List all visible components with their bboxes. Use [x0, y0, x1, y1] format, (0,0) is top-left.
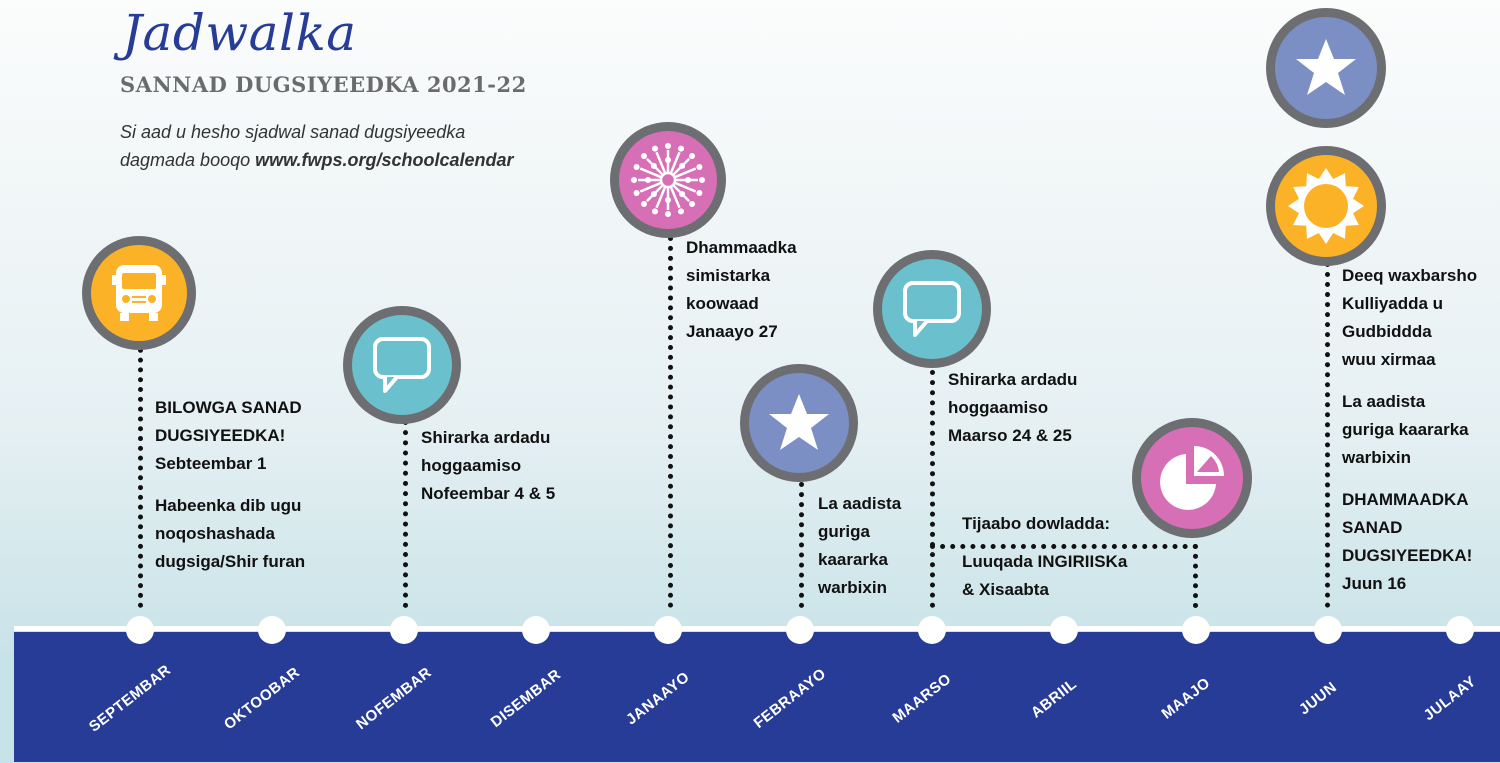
event-line: La aadista [818, 494, 902, 513]
event-february: La aadista guriga kaararka warbixin [818, 490, 901, 602]
event-line: warbixin [1342, 448, 1411, 467]
connector-may [1193, 544, 1198, 608]
page-subtitle: SANNAD DUGSIYEEDKA 2021-22 [120, 72, 527, 97]
event-september: BILOWGA SANAD DUGSIYEEDKA! Sebteembar 1 … [155, 394, 305, 576]
event-line: Shirarka ardadu [421, 428, 551, 447]
event-line: guriga [818, 522, 870, 541]
calendar-link[interactable]: www.fwps.org/schoolcalendar [255, 150, 514, 170]
event-line: Habeenka dib ugu [155, 496, 302, 515]
month-node-janaayo [654, 616, 682, 644]
connector-november [403, 420, 408, 608]
connector-tests-horizontal [930, 544, 1198, 549]
connector-march [930, 370, 935, 608]
event-line: hoggaamiso [421, 456, 522, 475]
timeline-band [14, 632, 1500, 762]
speech-bubble-icon [343, 306, 461, 424]
connector-january [668, 236, 673, 608]
event-march: Shirarka ardadu hoggaamiso Maarso 24 & 2… [948, 366, 1077, 450]
event-line: guriga kaararka [1342, 420, 1469, 439]
month-node-julaay [1446, 616, 1474, 644]
star-icon [1266, 8, 1386, 128]
event-line: DUGSIYEEDKA! [1342, 546, 1473, 565]
month-node-nofembar [390, 616, 418, 644]
sun-icon [1266, 146, 1386, 266]
event-line: warbixin [818, 578, 887, 597]
event-line: wuu xirmaa [1342, 350, 1436, 369]
event-line: noqoshashada [155, 524, 275, 543]
month-node-abriil [1050, 616, 1078, 644]
page-title: Jadwalka [122, 4, 357, 62]
event-line: Nofeembar 4 & 5 [421, 484, 556, 503]
event-line: Sebteembar 1 [155, 454, 267, 473]
event-line: SANAD [1342, 518, 1403, 537]
intro-line-1: Si aad u hesho sjadwal sanad dugsiyeedka [120, 122, 466, 142]
connector-february [799, 482, 804, 608]
intro-text: Si aad u hesho sjadwal sanad dugsiyeedka… [120, 118, 640, 174]
event-line: Kulliyadda u [1342, 294, 1444, 313]
event-november: Shirarka ardadu hoggaamiso Nofeembar 4 &… [421, 424, 555, 508]
event-line: koowaad [686, 294, 759, 313]
month-node-febraayo [786, 616, 814, 644]
snowflake-icon [610, 122, 726, 238]
connector-september [138, 338, 143, 608]
event-line: Gudbiddda [1342, 322, 1432, 341]
event-tests: Luuqada INGIRIISKa & Xisaabta [962, 548, 1127, 604]
event-line: Juun 16 [1342, 574, 1407, 593]
connector-june [1325, 262, 1330, 608]
event-line: Janaayo 27 [686, 322, 778, 341]
event-line: Shirarka ardadu [948, 370, 1078, 389]
event-line: kaararka [818, 550, 888, 569]
event-line: Dhammaadka [686, 238, 797, 257]
event-line: simistarka [686, 266, 771, 285]
pie-chart-icon [1132, 418, 1252, 538]
event-line: BILOWGA SANAD [155, 398, 302, 417]
event-june: Deeq waxbarsho Kulliyadda u Gudbiddda wu… [1342, 262, 1477, 598]
event-line: Maarso 24 & 25 [948, 426, 1072, 445]
month-node-disembar [522, 616, 550, 644]
event-line: Luuqada INGIRIISKa [962, 552, 1128, 571]
event-line: DUGSIYEEDKA! [155, 426, 286, 445]
star-icon [740, 364, 858, 482]
month-node-maarso [918, 616, 946, 644]
event-line: Deeq waxbarsho [1342, 266, 1478, 285]
month-node-maajo [1182, 616, 1210, 644]
event-january: Dhammaadka simistarka koowaad Janaayo 27 [686, 234, 797, 346]
month-node-juun [1314, 616, 1342, 644]
month-node-septembar [126, 616, 154, 644]
event-line: DHAMMAADKA [1342, 490, 1469, 509]
intro-line-2: dagmada booqo www.fwps.org/schoolcalenda… [120, 146, 640, 174]
intro-line-2-prefix: dagmada booqo [120, 150, 256, 170]
school-bus-icon [82, 236, 196, 350]
event-tests-title: Tijaabo dowladda: [962, 514, 1110, 533]
event-line: La aadista [1342, 392, 1426, 411]
event-line: & Xisaabta [962, 580, 1049, 599]
event-line: dugsiga/Shir furan [155, 552, 306, 571]
month-node-oktoobar [258, 616, 286, 644]
timeline-rail [14, 626, 1500, 631]
event-line: hoggaamiso [948, 398, 1049, 417]
speech-bubble-icon [873, 250, 991, 368]
